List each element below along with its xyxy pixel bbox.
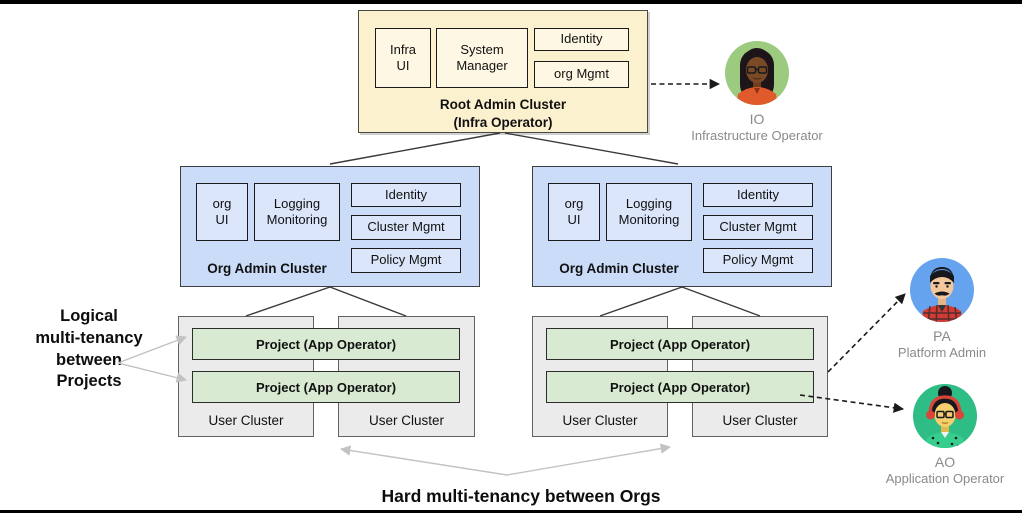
project-bar: Project (App Operator) bbox=[192, 328, 460, 360]
module-identity: Identity bbox=[703, 183, 813, 207]
org-cluster-title: Org Admin Cluster bbox=[559, 261, 679, 276]
persona-role: Platform Admin bbox=[897, 345, 987, 361]
root-cluster-title: Root Admin Cluster (Infra Operator) bbox=[359, 96, 647, 131]
connector-left-org-to-user2 bbox=[329, 286, 407, 317]
module-logging-monitoring: Logging Monitoring bbox=[254, 183, 340, 241]
persona-role: Application Operator bbox=[885, 471, 1005, 487]
module-system-manager: System Manager bbox=[436, 28, 528, 88]
module-policy-mgmt: Policy Mgmt bbox=[351, 248, 461, 273]
persona-initials: IO bbox=[749, 111, 765, 127]
application-operator-avatar-icon bbox=[913, 384, 977, 448]
persona-ao: AO Application Operator bbox=[860, 384, 1022, 487]
connector-root-to-right-org bbox=[504, 132, 679, 165]
module-org-ui: org UI bbox=[196, 183, 248, 241]
user-cluster-label: User Cluster bbox=[722, 413, 798, 428]
persona-initials: PA bbox=[933, 328, 951, 344]
connector-right-org-to-user2 bbox=[681, 286, 761, 317]
logical-multitenancy-label: Logical multi-tenancy between Projects bbox=[35, 307, 143, 391]
gray-arrow-between-orgs bbox=[339, 443, 672, 476]
module-cluster-mgmt: Cluster Mgmt bbox=[703, 215, 813, 240]
project-bar: Project (App Operator) bbox=[546, 328, 814, 360]
root-cluster-title-line1: Root Admin Cluster bbox=[439, 97, 567, 112]
org-cluster-title: Org Admin Cluster bbox=[207, 261, 327, 276]
org-admin-cluster-right: org UI Logging Monitoring Identity Clust… bbox=[532, 166, 832, 287]
persona-io: IO Infrastructure Operator bbox=[672, 41, 842, 144]
user-cluster-label: User Cluster bbox=[208, 413, 284, 428]
module-identity: Identity bbox=[351, 183, 461, 207]
project-bar: Project (App Operator) bbox=[192, 371, 460, 403]
persona-pa: PA Platform Admin bbox=[857, 258, 1022, 361]
module-infra-ui: Infra UI bbox=[375, 28, 431, 88]
root-admin-cluster: Infra UI System Manager Identity org Mgm… bbox=[358, 10, 648, 133]
connector-left-org-to-user1 bbox=[245, 286, 331, 317]
org-admin-cluster-left: org UI Logging Monitoring Identity Clust… bbox=[180, 166, 480, 287]
persona-initials: AO bbox=[934, 454, 956, 470]
hard-multitenancy-label: Hard multi-tenancy between Orgs bbox=[381, 486, 661, 506]
user-cluster-label: User Cluster bbox=[562, 413, 638, 428]
infrastructure-operator-avatar-icon bbox=[725, 41, 789, 105]
module-cluster-mgmt: Cluster Mgmt bbox=[351, 215, 461, 240]
module-policy-mgmt: Policy Mgmt bbox=[703, 248, 813, 273]
bottom-border-bar bbox=[0, 510, 1022, 513]
module-logging-monitoring: Logging Monitoring bbox=[606, 183, 692, 241]
project-bar: Project (App Operator) bbox=[546, 371, 814, 403]
root-cluster-title-line2: (Infra Operator) bbox=[453, 114, 553, 130]
user-cluster-label: User Cluster bbox=[368, 413, 444, 428]
module-org-ui: org UI bbox=[548, 183, 600, 241]
top-border-bar bbox=[0, 0, 1022, 4]
connector-right-org-to-user1 bbox=[599, 286, 683, 317]
connector-root-to-left-org bbox=[329, 132, 501, 165]
module-org-mgmt: org Mgmt bbox=[534, 61, 629, 88]
module-identity: Identity bbox=[534, 28, 629, 51]
persona-role: Infrastructure Operator bbox=[691, 128, 823, 144]
platform-admin-avatar-icon bbox=[910, 258, 974, 322]
